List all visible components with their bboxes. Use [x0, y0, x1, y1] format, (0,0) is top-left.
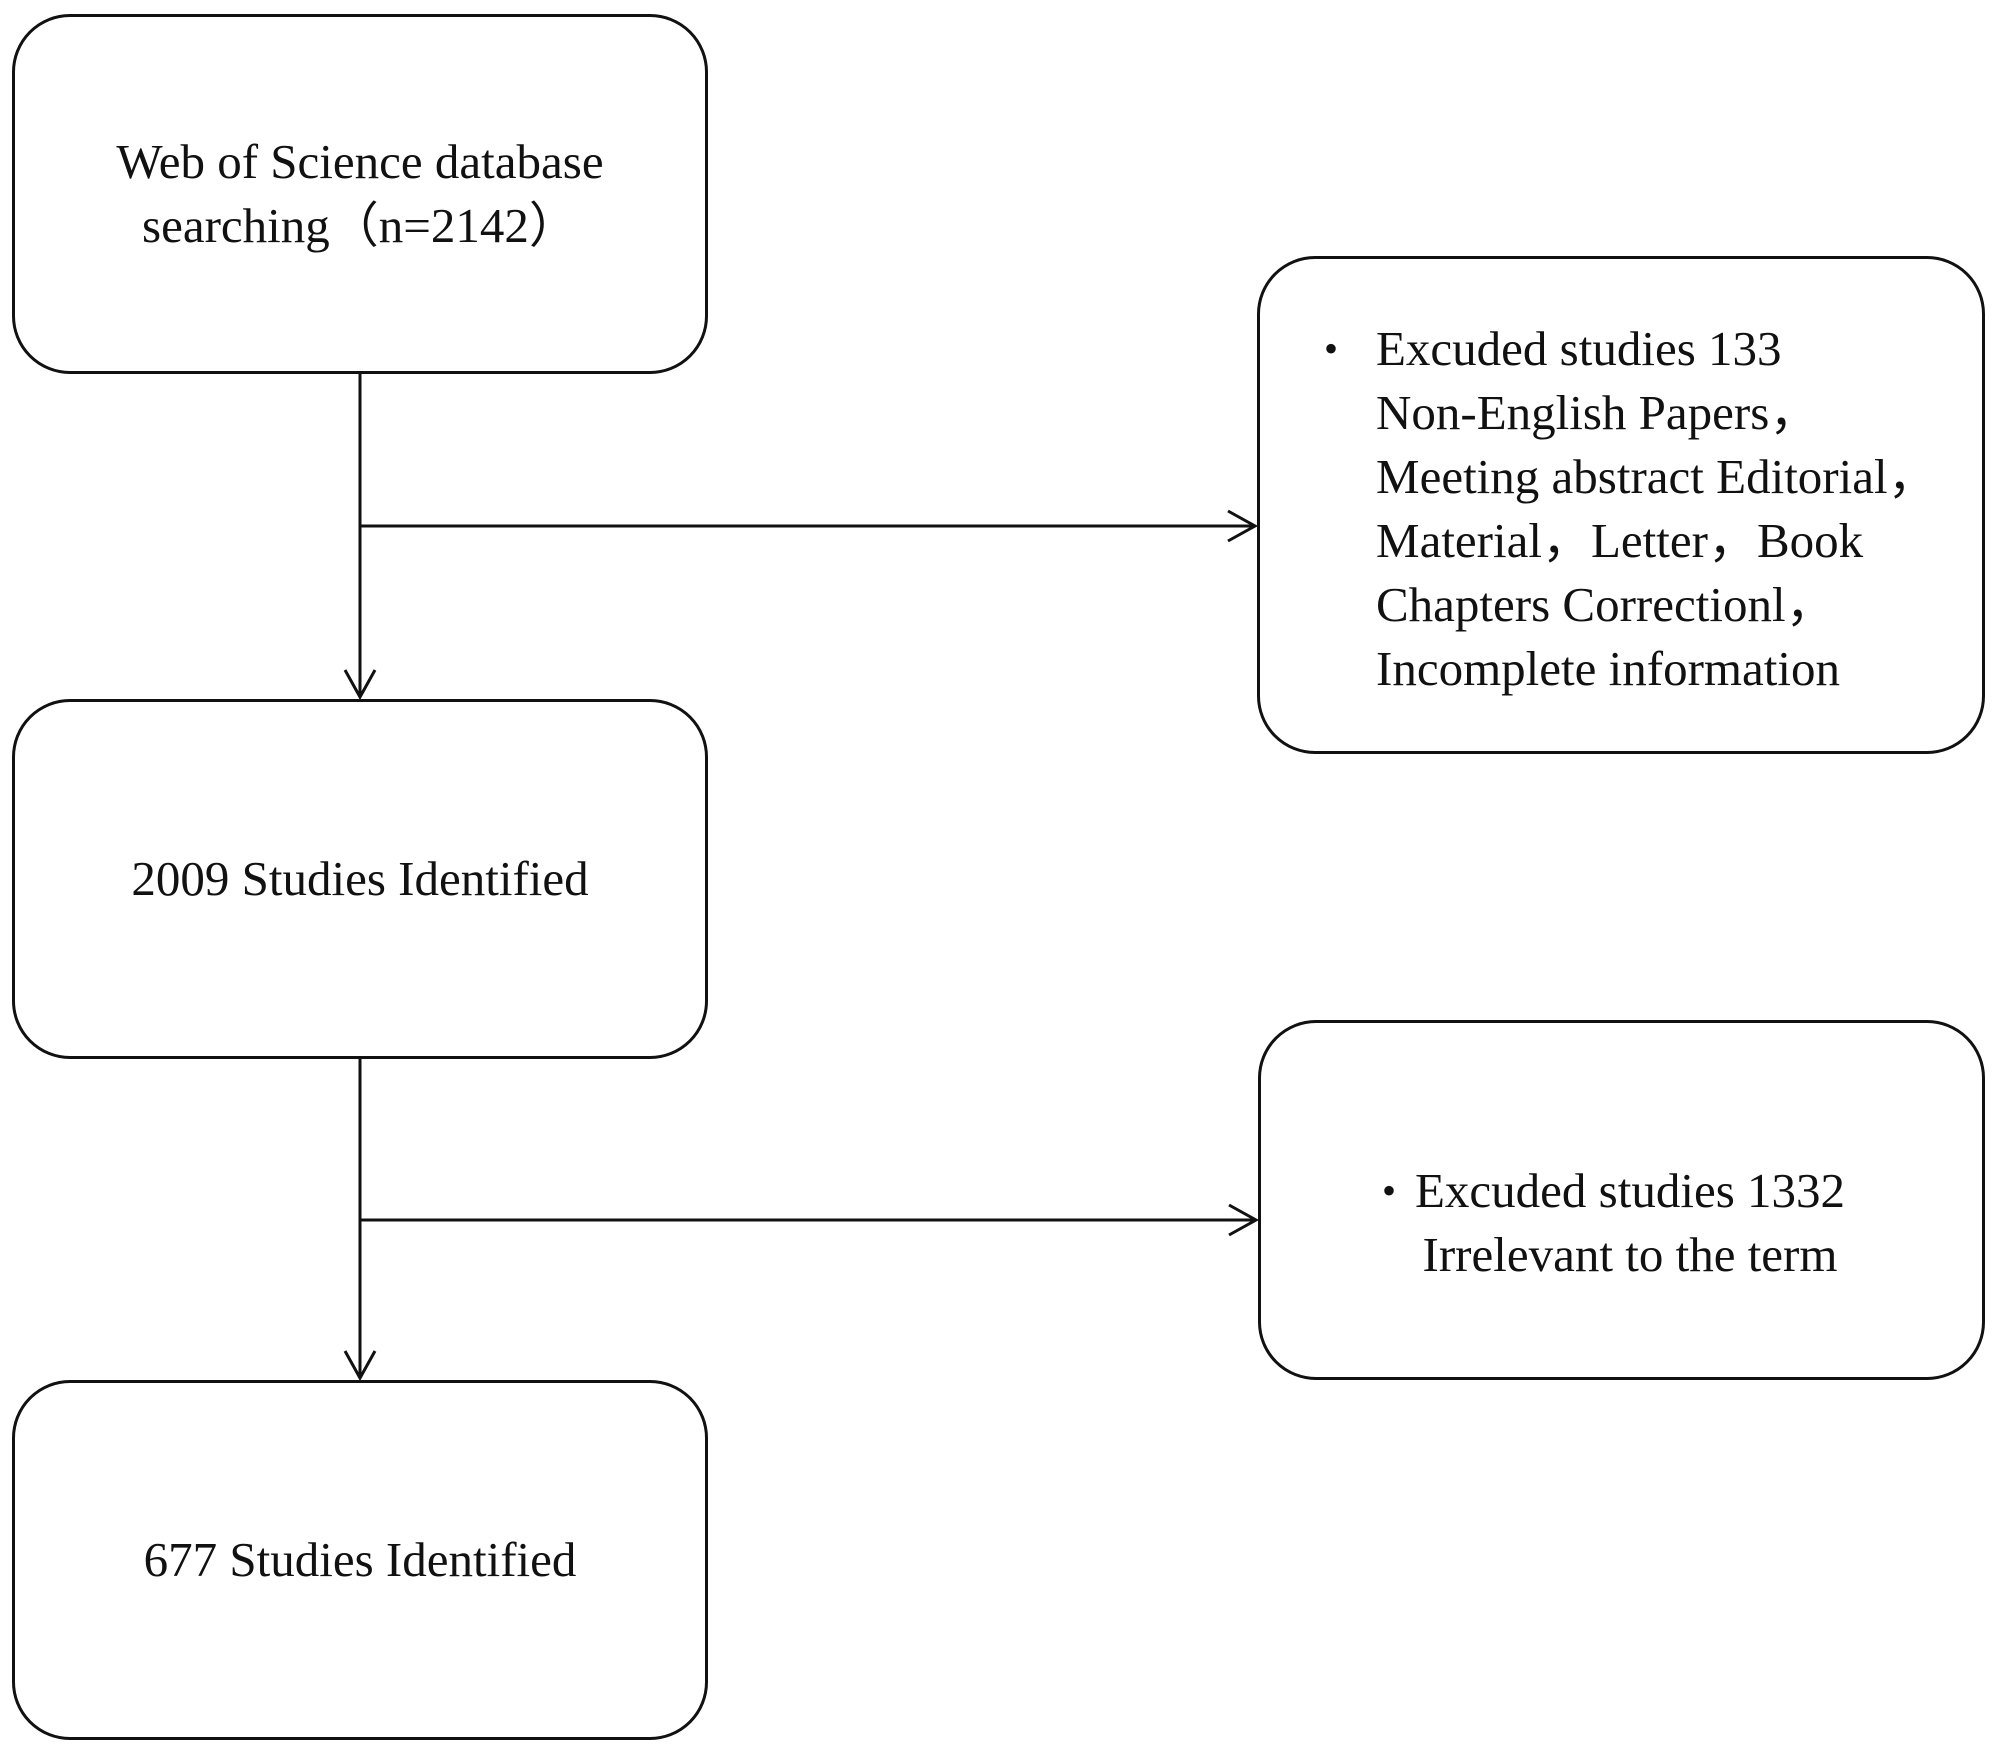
exclusion-1-line: Non-English Papers，	[1376, 385, 1819, 440]
identified-2009-text: 2009 Studies Identified	[131, 851, 589, 906]
bullet-icon: •	[1324, 326, 1339, 371]
arrowhead-right-exclusion-2	[1228, 1203, 1260, 1237]
arrowhead-right-exclusion-1	[1227, 509, 1259, 543]
exclusion-box-2: • Excuded studies 1332 Irrelevant to the…	[1258, 1020, 1985, 1380]
search-box-text: Web of Science database searching（n=2142…	[116, 130, 603, 258]
exclusion-1-bullet-item: • Excuded studies 133 Non-English Papers…	[1324, 317, 1937, 701]
identified-677-text: 677 Studies Identified	[143, 1532, 577, 1587]
exclusion-1-line: Excuded studies 133	[1376, 321, 1782, 376]
arrowhead-down-2009	[343, 669, 377, 701]
exclusion-1-text: Excuded studies 133 Non-English Papers， …	[1376, 317, 1937, 701]
exclusion-2-bullet-item: • Excuded studies 1332 Irrelevant to the…	[1363, 1159, 1845, 1287]
exclusion-1-line: Material，Letter，Book	[1376, 513, 1864, 568]
arrowhead-down-677	[343, 1350, 377, 1382]
exclusion-2-line: Irrelevant to the term	[1422, 1227, 1838, 1282]
identified-2009-box: 2009 Studies Identified	[12, 699, 708, 1059]
identified-677-box: 677 Studies Identified	[12, 1380, 708, 1740]
bullet-icon: •	[1381, 1168, 1396, 1213]
search-box-line: searching（n=2142）	[142, 198, 578, 253]
exclusion-1-line: Incomplete information	[1376, 641, 1840, 696]
exclusion-box-1: • Excuded studies 133 Non-English Papers…	[1257, 256, 1985, 754]
exclusion-1-line: Meeting abstract Editorial，	[1376, 449, 1937, 504]
search-box: Web of Science database searching（n=2142…	[12, 14, 708, 374]
search-box-line: Web of Science database	[116, 134, 604, 189]
exclusion-2-text: Excuded studies 1332 Irrelevant to the t…	[1415, 1159, 1845, 1287]
exclusion-2-line: Excuded studies 1332	[1415, 1163, 1846, 1218]
exclusion-1-line: Chapters Correctionl，	[1376, 577, 1835, 632]
